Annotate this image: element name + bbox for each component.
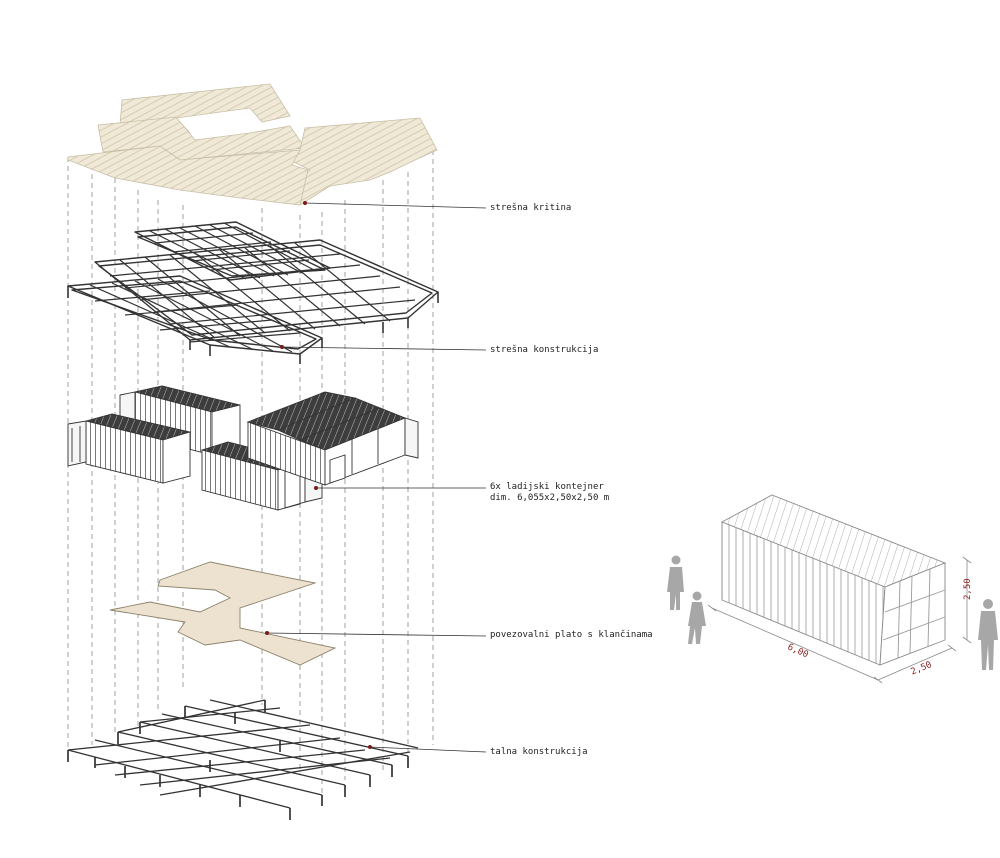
containers-layer (67, 385, 419, 511)
leader-dots (265, 201, 372, 749)
roof-cover-layer (67, 83, 438, 206)
scale-container-illustration (720, 494, 947, 666)
dimension-height: 2,50 (963, 578, 973, 600)
roof-sheet-middle (97, 116, 306, 161)
leader-lines (266, 202, 487, 753)
platform-layer (109, 561, 337, 666)
label-containers: 6x ladijski kontejner (490, 482, 604, 492)
roof-sheet-front (67, 145, 309, 206)
roof-sheet-right (289, 117, 438, 206)
leader-dot (303, 201, 307, 205)
label-platform: povezovalni plato s klančinama (490, 630, 653, 640)
platform-slab (109, 561, 337, 666)
person-silhouette-left (667, 555, 684, 610)
leader-dot (314, 486, 318, 490)
container-right-group (246, 391, 419, 486)
person-silhouette-woman (688, 591, 706, 644)
leader-dot (265, 631, 269, 635)
floor-structure-layer (67, 699, 419, 820)
label-roof-cover: strešna kritina (490, 203, 572, 213)
container-front-left (67, 413, 192, 484)
label-floor-structure: talna konstrukcija (490, 747, 588, 757)
dimension-width: 2,50 (909, 660, 933, 677)
label-containers-dimensions: dim. 6,055x2,50x2,50 m (490, 493, 610, 503)
roof-structure-layer (67, 221, 439, 364)
scale-container-end (879, 562, 946, 666)
label-roof-structure: strešna konstrukcija (490, 345, 599, 355)
leader-dot (368, 745, 372, 749)
dimension-length: 6,00 (786, 642, 810, 660)
leader-dot (280, 345, 284, 349)
dimension-lines (707, 556, 972, 684)
person-silhouette-right (978, 599, 998, 670)
